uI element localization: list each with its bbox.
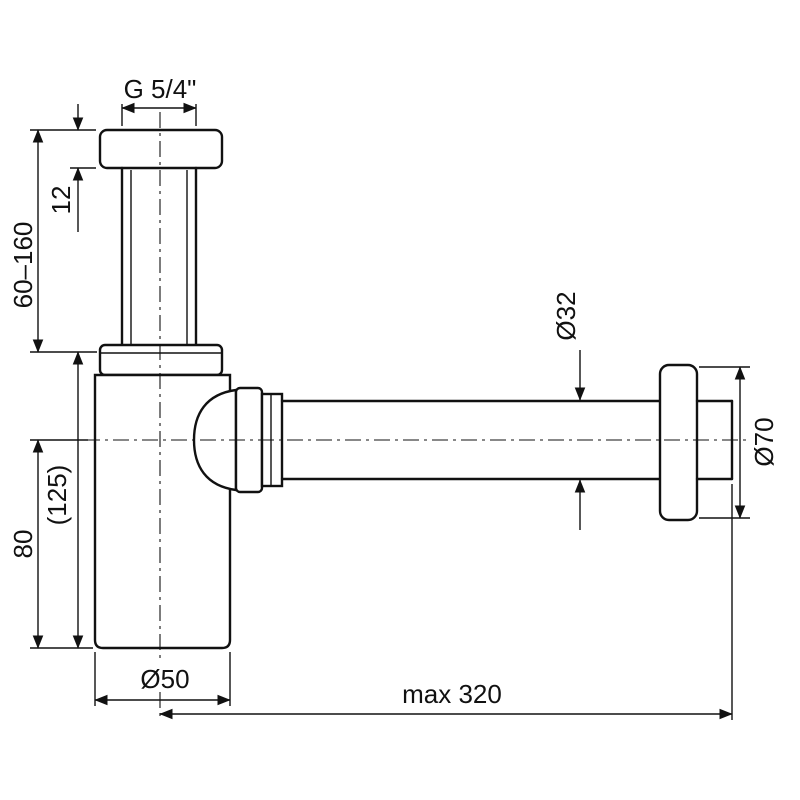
dimension-flange-height: 12 (46, 104, 96, 232)
trap-height-label: (125) (42, 465, 72, 526)
wall-rosette (658, 363, 699, 522)
centerlines (84, 112, 750, 716)
dimension-adjustable-height: 60–160 (8, 129, 97, 353)
horizontal-outlet-pipe (280, 399, 662, 481)
max-length-label: max 320 (402, 679, 502, 709)
outlet-height-label: 80 (8, 530, 38, 559)
cup-diameter-label: Ø50 (140, 664, 189, 694)
pipe-diameter-label: Ø32 (551, 291, 581, 340)
lower-flange (98, 343, 224, 377)
dimension-pipe-diameter: Ø32 (551, 291, 586, 530)
dimension-max-length: max 320 (159, 484, 733, 720)
top-flange (98, 128, 224, 170)
dimension-trap-height: (125) (30, 351, 93, 649)
flange-height-label: 12 (46, 186, 76, 215)
rosette-diameter-label: Ø70 (749, 417, 779, 466)
dimension-rosette-diameter: Ø70 (699, 366, 779, 519)
adjustable-height-label: 60–160 (8, 222, 38, 309)
vertical-inlet-pipe (120, 166, 198, 347)
thread-size-label: G 5/4" (124, 74, 197, 104)
dimension-cup-diameter: Ø50 (94, 652, 231, 706)
dimension-outlet-height: 80 (8, 439, 88, 649)
dimension-thread: G 5/4" (121, 74, 197, 126)
